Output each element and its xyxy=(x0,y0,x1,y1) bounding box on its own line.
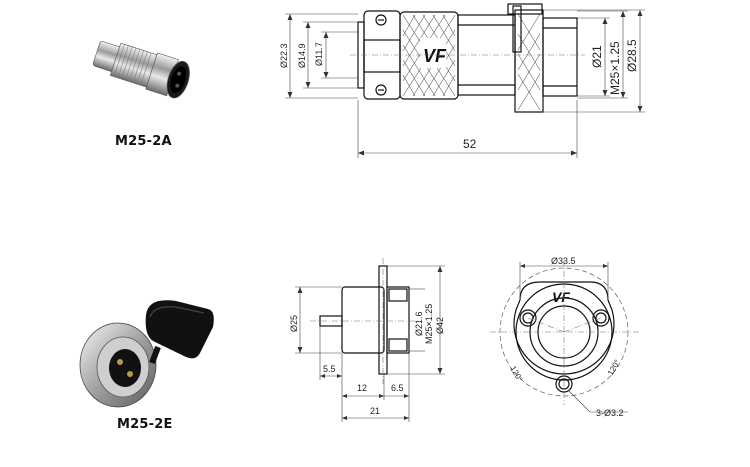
dim-d21: Ø21 xyxy=(590,45,604,68)
dim-d14-9: Ø14.9 xyxy=(297,43,307,68)
dim-holes: 3-Ø3.2 xyxy=(596,408,624,418)
dim-length-52: 52 xyxy=(463,137,477,151)
dim-angle-right: 120° xyxy=(606,358,622,377)
m25-2a-caption: M25-2A xyxy=(115,134,172,149)
m25-2e-product-photo xyxy=(68,295,218,415)
dim-flange-6-5: 6.5 xyxy=(391,383,404,393)
dim-total-21: 21 xyxy=(370,406,380,416)
m25-2a-product-photo xyxy=(85,30,205,115)
dim-thread-2a: M25×1.25 xyxy=(608,41,622,95)
m25-2e-caption: M25-2E xyxy=(117,417,173,432)
dim-bolt-circle: Ø33.5 xyxy=(551,256,576,266)
m25-2e-side-view: Ø25 Ø21.6 M25×1.25 Ø42 5.5 12 6.5 xyxy=(289,258,445,422)
m25-2a-side-view: VF xyxy=(279,3,645,158)
dim-d22-3: Ø22.3 xyxy=(279,43,289,68)
dim-pin-5-5: 5.5 xyxy=(323,364,336,374)
dim-d25: Ø25 xyxy=(289,315,299,332)
dim-thread-2e: M25×1.25 xyxy=(424,304,434,344)
dim-d28-5: Ø28.5 xyxy=(625,39,639,72)
vf-logo: VF xyxy=(423,46,447,66)
dim-d42: Ø42 xyxy=(435,317,445,334)
dim-d11-7: Ø11.7 xyxy=(314,42,324,66)
dim-body-12: 12 xyxy=(357,383,367,393)
m25-2e-front-view: VF Ø33.5 120° 120° 3-Ø3.2 xyxy=(490,256,640,418)
dim-d21-6: Ø21.6 xyxy=(414,311,424,336)
vf-logo-front: VF xyxy=(552,289,570,305)
